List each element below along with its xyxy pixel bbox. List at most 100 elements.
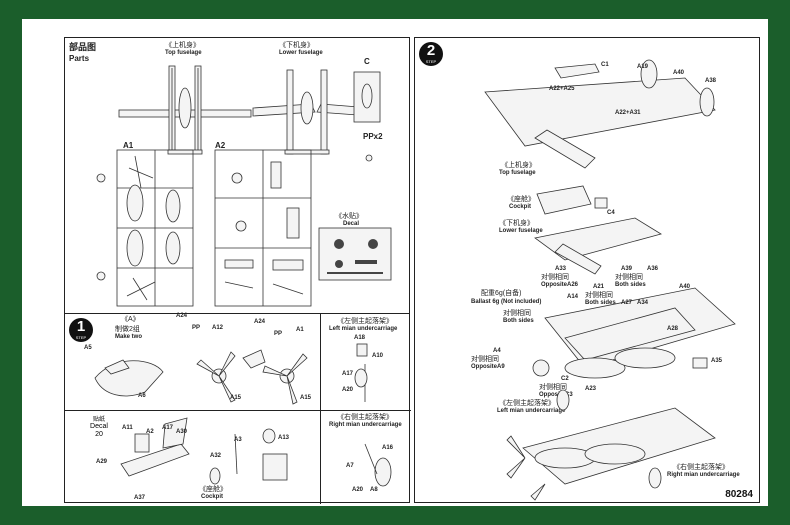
sprue-a2-drawing [214, 149, 312, 307]
s2-left-uc-en: Left mian undercarriage [497, 408, 566, 414]
s2-opposite-cn-1: 对侧相同 [541, 274, 569, 281]
s1-label-a16: A16 [382, 445, 394, 451]
cockpit-tub-drawing [536, 185, 608, 215]
s1-label-a1: A1 [296, 327, 304, 333]
s2-opposite-a26: OppositeA26 [541, 282, 579, 288]
step1-panel: 1 STEP 《A》 制做2组 Make two 《左侧主起落架》 Left m… [64, 313, 411, 504]
step1-drawings [94, 343, 392, 487]
step1-divider-h [65, 410, 411, 411]
s2-ballast-cn: 配重6g(自备) [481, 290, 522, 297]
s1-label-a10: A10 [372, 353, 384, 359]
s2-label-a23: A23 [585, 386, 597, 392]
instruction-sheet: 部品图 Parts 《上机身》 Top fuselage 《下机身》 Lower… [22, 19, 768, 506]
top-fuselage-label-en: Top fuselage [165, 50, 202, 56]
s2-label-a40: A40 [673, 70, 685, 76]
pp-label: PPx2 [363, 132, 383, 141]
s2-label-a4: A4 [493, 348, 501, 354]
s2-opposite-a9: OppositeA9 [471, 364, 505, 370]
s2-opposite-cn-2: 对侧相同 [615, 274, 643, 281]
s2-top-fuselage-cn: 《上机身》 [501, 162, 536, 169]
step2-step-text: STEP [425, 59, 437, 64]
s2-left-uc-cn: 《左侧主起落架》 [499, 400, 555, 407]
s1-label-a20: A20 [342, 387, 354, 393]
step1-divider-v [320, 314, 321, 504]
decal-icon-number: 20 [95, 431, 103, 438]
s2-label-c1: C1 [601, 62, 609, 68]
s1-label-a24-b: A24 [254, 319, 266, 325]
cockpit-en: Cockpit [201, 494, 224, 500]
step2-number: 2 [426, 42, 436, 59]
s1-label-a17-b: A17 [162, 425, 174, 431]
a-group-label: 《A》 [121, 316, 140, 323]
s1-label-a7: A7 [346, 463, 354, 469]
s1-label-a15-b: A15 [300, 395, 312, 401]
right-uc-cn: 《右侧主起落架》 [337, 414, 393, 421]
parts-panel: 部品图 Parts 《上机身》 Top fuselage 《下机身》 Lower… [64, 37, 410, 314]
s2-opposite-cn-6: 对侧相同 [539, 384, 567, 391]
top-fuselage-drawing [118, 65, 252, 155]
s2-label-a22-a31: A22+A31 [615, 110, 641, 116]
s2-right-uc-en: Right mian undercarriage [667, 472, 740, 478]
decal-label-en: Decal [343, 221, 360, 227]
decal-icon-cn: 贴纸 [92, 417, 105, 423]
s1-label-a8: A8 [370, 487, 378, 493]
s2-label-a36: A36 [647, 266, 659, 272]
s2-label-a40-b: A40 [679, 284, 691, 290]
s1-label-a17: A17 [342, 371, 354, 377]
s2-lower-fuselage-cn: 《下机身》 [499, 220, 534, 227]
s1-label-a6: A6 [138, 393, 146, 399]
s1-label-a15: A15 [230, 395, 242, 401]
s2-opposite-cn-4: 对侧相同 [503, 310, 531, 317]
left-uc-cn: 《左侧主起落架》 [337, 318, 393, 325]
s2-label-a38: A38 [705, 78, 717, 84]
s2-both-sides-1: Both sides [615, 282, 646, 288]
step2-panel: 2 STEP 《上机身》 Top fuselage 《座舱》 Cockpit 《… [414, 37, 760, 503]
s2-opposite-cn-3: 对侧相同 [585, 292, 613, 299]
parts-drawings [96, 65, 392, 307]
propeller-1-drawing [196, 351, 236, 403]
s2-label-a21: A21 [593, 284, 605, 290]
s2-opposite-c3: OppositeC3 [539, 392, 573, 398]
step1-step-text: STEP [75, 335, 87, 340]
s2-cockpit-cn: 《座舱》 [507, 196, 535, 203]
s1-label-a20-b: A20 [352, 487, 364, 493]
step1-number: 1 [76, 318, 86, 335]
lower-fuselage-drawing [252, 69, 372, 155]
step2-badge: 2 STEP [419, 42, 443, 66]
s2-label-a28: A28 [667, 326, 679, 332]
right-uc-en: Right mian undercarriage [329, 422, 402, 428]
s2-label-a33: A33 [555, 266, 567, 272]
s2-right-uc-cn: 《右侧主起落架》 [673, 464, 729, 471]
decal-sheet-drawing [318, 227, 392, 281]
left-gear-drawing [354, 343, 368, 402]
s2-label-a22-a25: A22+A25 [549, 86, 575, 92]
s2-label-c2: C2 [561, 376, 569, 382]
right-gear-drawing [364, 443, 392, 487]
s2-label-c4: C4 [607, 210, 615, 216]
s2-cockpit-en: Cockpit [509, 204, 532, 210]
s1-label-pp: PP [192, 325, 201, 331]
s2-lower-fuselage-en: Lower fuselage [499, 228, 543, 234]
s2-label-a19: A19 [637, 64, 649, 70]
decal-20-icon: 贴纸 Decal 20 [85, 414, 113, 439]
s1-label-a29: A29 [96, 459, 108, 465]
cockpit-drawing [120, 417, 190, 477]
s2-both-sides-2: Both sides [585, 300, 616, 306]
step1-labels: A24 PP A12 A24 PP A1 A5 A6 A15 A15 A18 A… [64, 313, 410, 503]
make-two-en: Make two [115, 334, 143, 340]
s1-label-a11: A11 [122, 425, 133, 431]
s1-label-a18: A18 [354, 335, 366, 341]
s2-both-sides-3: Both sides [503, 318, 534, 324]
step1-badge: 1 STEP [69, 318, 93, 342]
s1-label-a37: A37 [134, 495, 146, 501]
s2-opposite-cn-5: 对侧相同 [471, 356, 499, 363]
nose-gear-drawing [209, 428, 288, 485]
model-number: 80284 [725, 489, 753, 500]
s2-label-a14: A14 [567, 294, 579, 300]
s2-label-a35: A35 [711, 358, 723, 364]
s1-label-a24: A24 [176, 313, 188, 319]
s1-label-a13: A13 [278, 435, 290, 441]
top-fuselage-label-cn: 《上机身》 [165, 42, 200, 49]
parts-title-cn: 部品图 [69, 42, 97, 52]
s1-label-pp-b: PP [274, 331, 283, 337]
